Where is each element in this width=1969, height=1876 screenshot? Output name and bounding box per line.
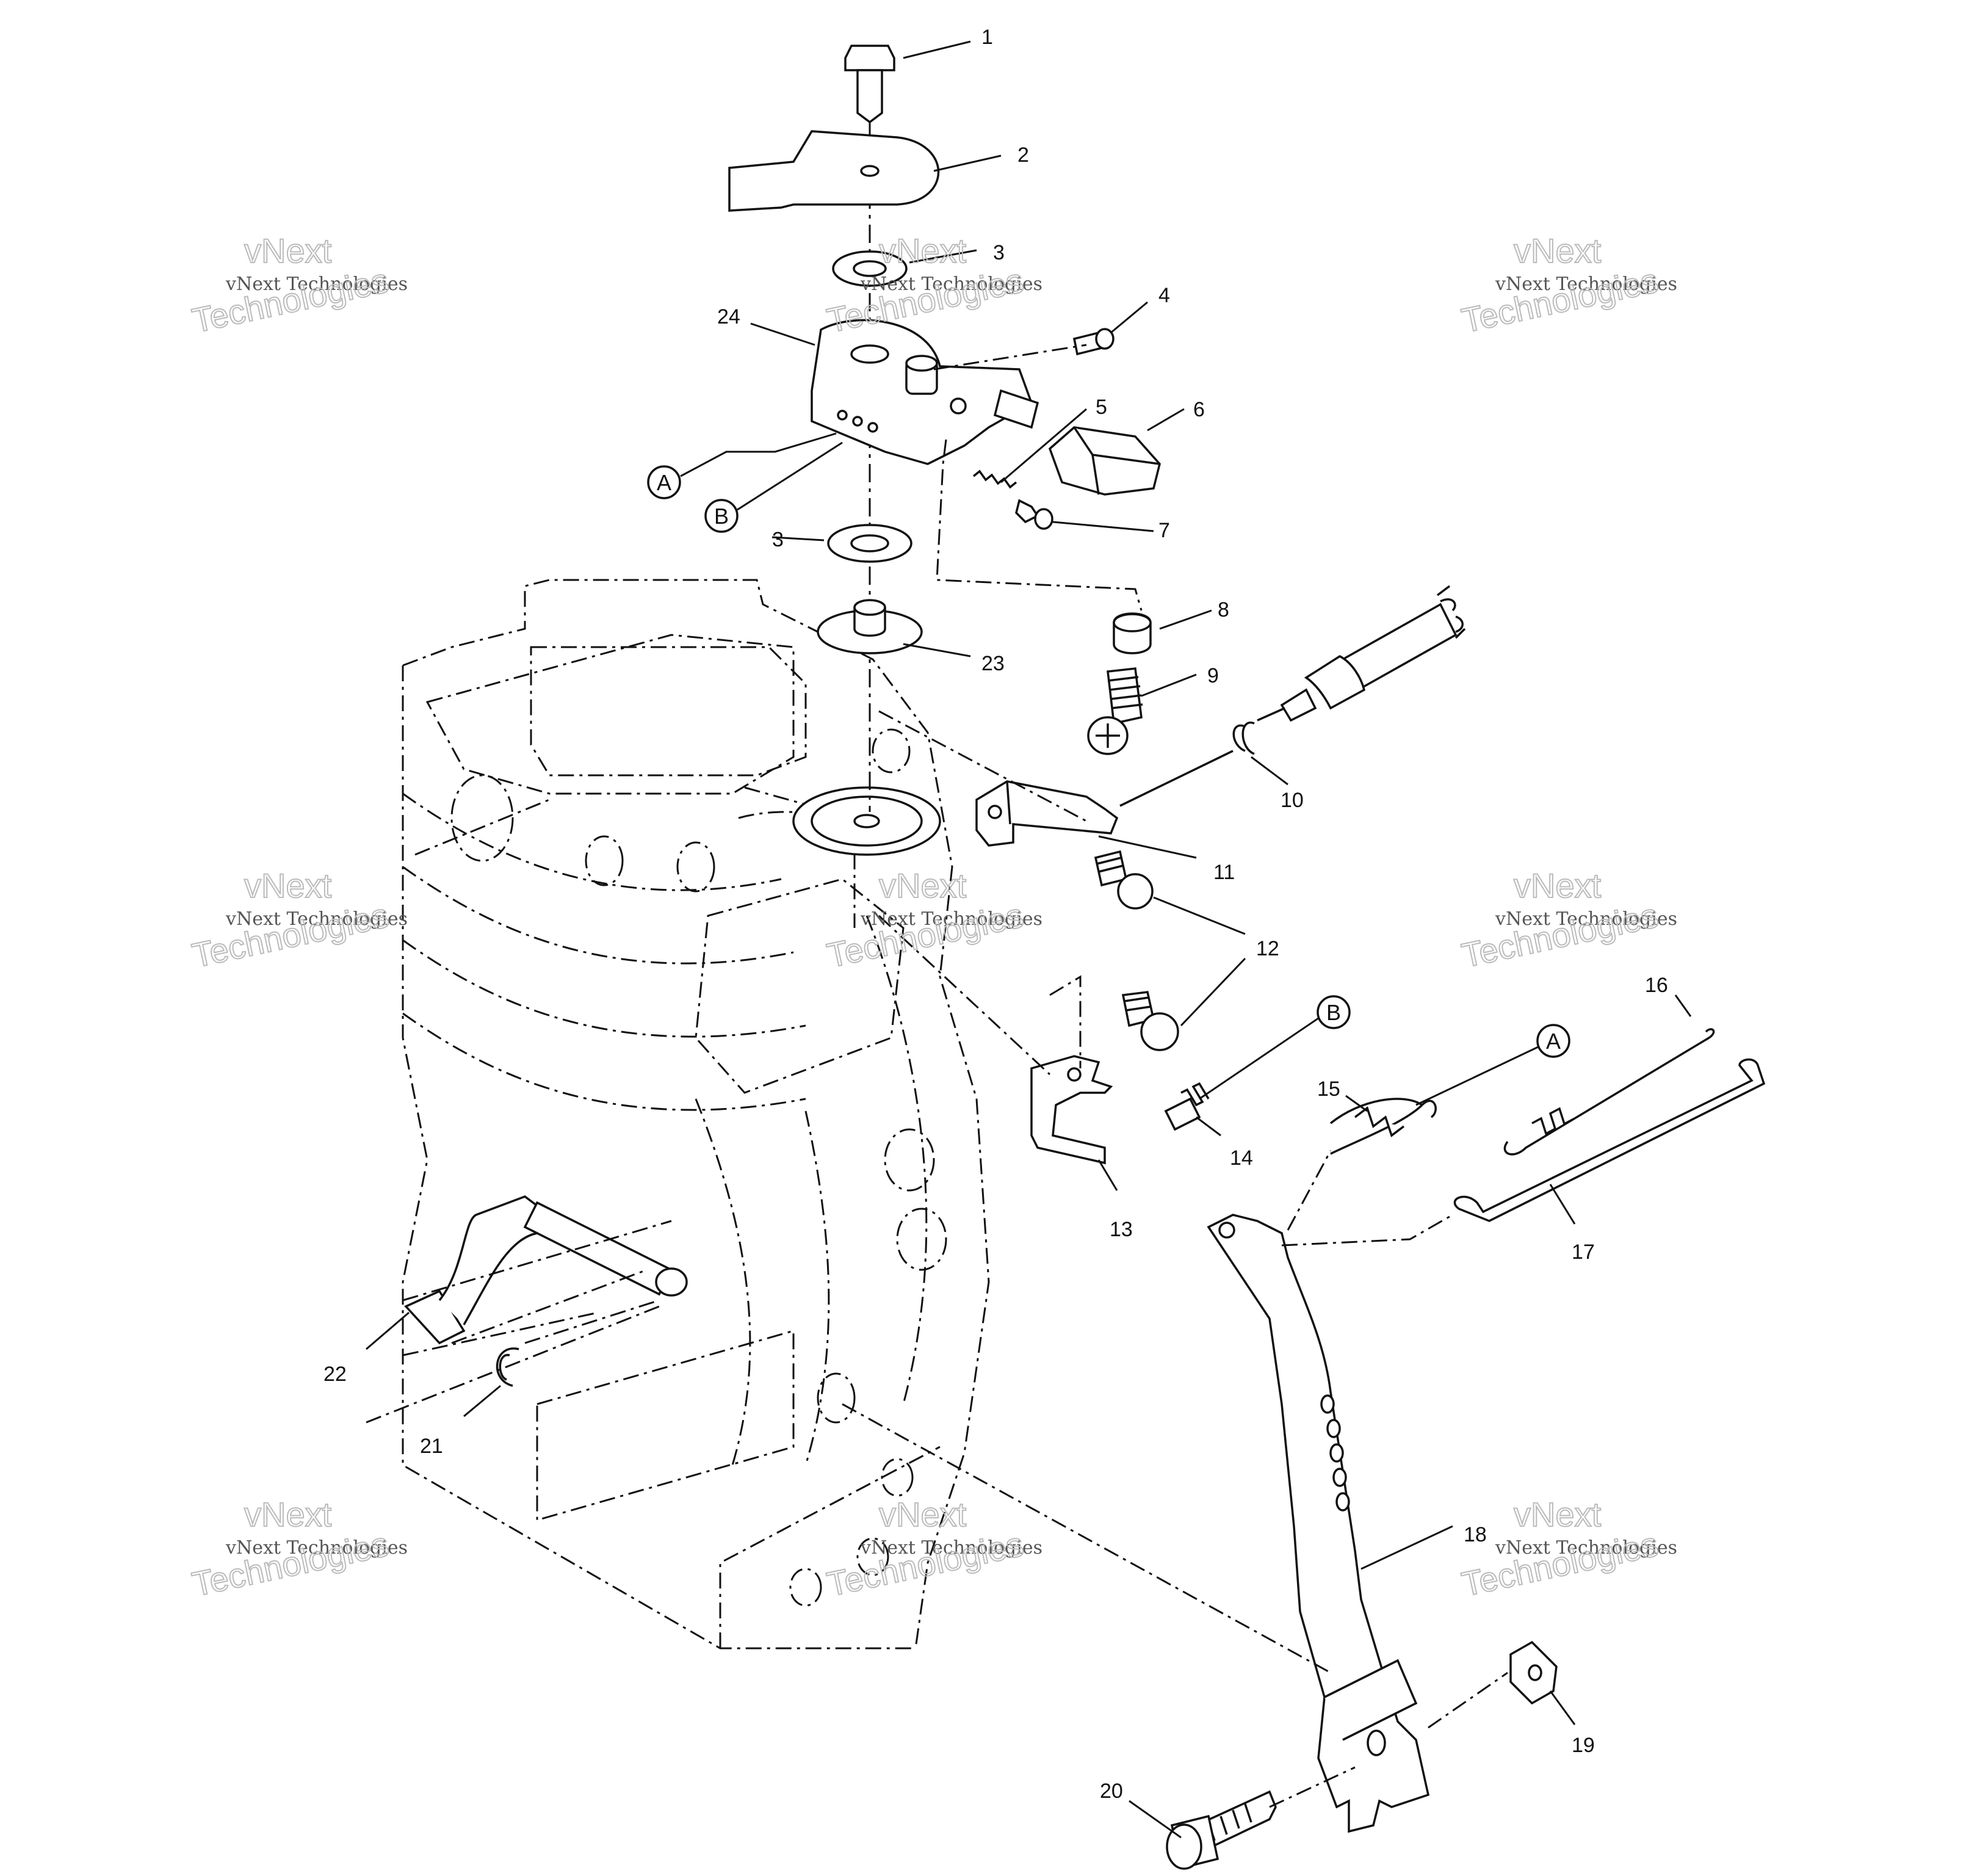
part-collar-8 — [1113, 609, 1212, 654]
label-18: 18 — [1464, 1523, 1487, 1546]
svg-text:vNext Technologies: vNext Technologies — [860, 908, 1042, 930]
svg-text:vNext: vNext — [879, 231, 967, 270]
svg-text:vNext: vNext — [1514, 1495, 1602, 1534]
svg-text:vNext Technologies: vNext Technologies — [1495, 1537, 1677, 1559]
svg-text:Technologies: Technologies — [189, 1524, 392, 1604]
svg-text:Technologies: Technologies — [189, 261, 392, 340]
part-number-labels: 1 2 3 4 5 6 7 8 9 10 11 12 13 14 15 16 1… — [323, 26, 1668, 1803]
svg-text:vNext Technologies: vNext Technologies — [1495, 908, 1677, 930]
throttle-cable — [1119, 585, 1466, 807]
label-6: 6 — [1193, 398, 1205, 421]
svg-text:vNext: vNext — [1514, 866, 1602, 905]
part-shaft-lever-22 — [366, 1195, 688, 1350]
label-22: 22 — [323, 1363, 347, 1386]
label-24: 24 — [717, 305, 740, 328]
label-13: 13 — [1110, 1218, 1133, 1241]
svg-text:B: B — [714, 504, 729, 529]
svg-text:vNext: vNext — [1514, 231, 1602, 270]
label-15: 15 — [1317, 1077, 1340, 1101]
label-21: 21 — [420, 1435, 443, 1458]
watermark: vNext vNext Technologies Technologies — [1458, 231, 1677, 341]
part-bolt-1 — [844, 40, 971, 124]
label-5: 5 — [1096, 396, 1107, 419]
svg-text:Technologies: Technologies — [189, 896, 392, 975]
label-7: 7 — [1158, 519, 1170, 542]
part-bolt-20 — [1129, 1790, 1277, 1870]
svg-text:vNext: vNext — [244, 231, 332, 270]
watermark: vNext vNext Technologies Technologies — [823, 866, 1042, 976]
callout-b-left: B — [704, 441, 843, 533]
part-control-bracket-24 — [750, 319, 1039, 465]
label-9: 9 — [1207, 664, 1219, 687]
svg-text:vNext Technologies: vNext Technologies — [860, 1537, 1042, 1559]
part-screw-4 — [1072, 301, 1148, 356]
part-bracket-13 — [1030, 1055, 1118, 1191]
connector-lines — [366, 344, 1508, 1808]
svg-text:vNext: vNext — [879, 1495, 967, 1534]
part-clip-21 — [463, 1347, 519, 1418]
label-1: 1 — [981, 26, 993, 49]
watermark: vNext vNext Technologies Technologies — [188, 1494, 408, 1604]
label-17: 17 — [1572, 1240, 1595, 1264]
part-plate-2 — [728, 130, 1002, 212]
label-8: 8 — [1218, 598, 1229, 621]
engine-block — [402, 579, 990, 1650]
label-12: 12 — [1256, 937, 1279, 960]
svg-text:Technologies: Technologies — [1458, 261, 1661, 340]
label-19: 19 — [1572, 1734, 1595, 1757]
svg-text:vNext Technologies: vNext Technologies — [225, 908, 408, 930]
svg-text:vNext Technologies: vNext Technologies — [225, 273, 408, 295]
svg-text:vNext: vNext — [879, 866, 967, 905]
label-3b: 3 — [772, 528, 784, 551]
part-spring-5 — [972, 408, 1087, 489]
part-screw-12-lower — [1121, 957, 1246, 1051]
part-spring-15 — [1329, 1095, 1437, 1155]
watermark: vNext vNext Technologies Technologies — [823, 1494, 1042, 1604]
part-clip-10 — [1232, 721, 1288, 786]
callout-a-right: A — [1415, 1024, 1570, 1106]
part-bracket-11 — [975, 780, 1197, 859]
label-10: 10 — [1281, 789, 1304, 812]
throttle-shaft-plate — [792, 786, 941, 856]
part-square-nut-19 — [1509, 1640, 1576, 1725]
svg-text:B: B — [1326, 1000, 1341, 1025]
svg-text:vNext Technologies: vNext Technologies — [1495, 273, 1677, 295]
part-knob-6 — [1048, 408, 1185, 496]
part-screw-12-upper — [1094, 850, 1246, 935]
watermark: vNext vNext Technologies Technologies — [1458, 866, 1677, 976]
svg-text:A: A — [657, 470, 671, 495]
part-bushing-23 — [817, 599, 971, 657]
watermark: vNext vNext Technologies Technologies — [188, 231, 408, 341]
part-spring-14 — [1164, 1082, 1221, 1137]
label-3a: 3 — [993, 241, 1005, 264]
part-screw-9 — [1087, 667, 1197, 755]
watermark: vNext vNext Technologies Technologies — [1458, 1494, 1677, 1604]
svg-text:Technologies: Technologies — [1458, 896, 1661, 975]
label-2: 2 — [1017, 143, 1029, 167]
part-lever-arm-18 — [1207, 1214, 1453, 1833]
label-16: 16 — [1645, 974, 1668, 997]
callout-b-right: B — [1199, 995, 1351, 1100]
callout-a-left: A — [647, 432, 837, 499]
svg-text:A: A — [1546, 1029, 1561, 1054]
label-14: 14 — [1230, 1146, 1253, 1170]
svg-text:Technologies: Technologies — [823, 1524, 1027, 1604]
watermark: vNext vNext Technologies Technologies — [188, 866, 408, 976]
label-23: 23 — [981, 652, 1005, 675]
part-screw-7 — [1015, 499, 1154, 532]
svg-text:vNext: vNext — [244, 1495, 332, 1534]
part-spring-16 — [1503, 994, 1715, 1156]
part-washer-3-top — [832, 249, 977, 287]
label-20: 20 — [1100, 1780, 1123, 1803]
svg-text:vNext Technologies: vNext Technologies — [860, 273, 1042, 295]
label-4: 4 — [1158, 284, 1170, 307]
svg-text:Technologies: Technologies — [1458, 1524, 1661, 1604]
label-11: 11 — [1213, 861, 1235, 884]
part-washer-3-bottom — [771, 524, 912, 563]
svg-text:vNext Technologies: vNext Technologies — [225, 1537, 408, 1559]
svg-text:vNext: vNext — [244, 866, 332, 905]
part-wire-link-17 — [1453, 1058, 1766, 1225]
